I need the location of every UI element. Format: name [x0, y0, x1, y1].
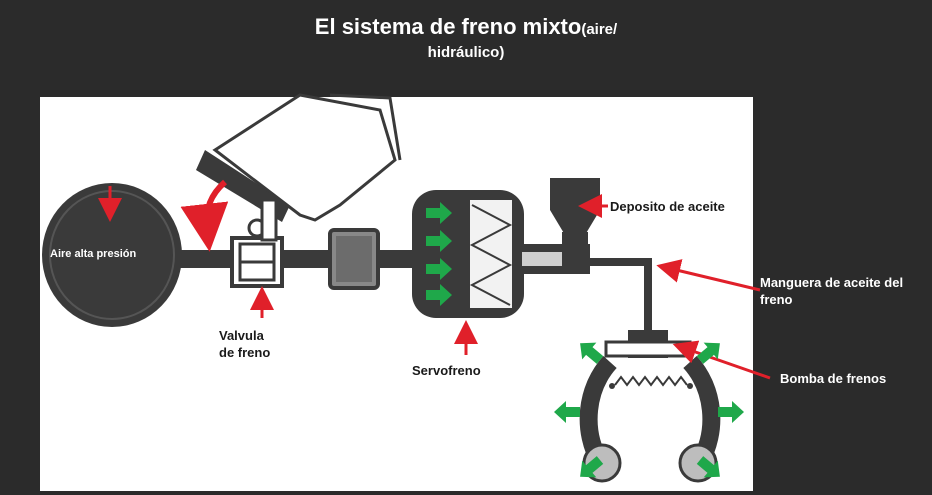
oil-reservoir — [550, 178, 600, 246]
diagram-title-line2: hidráulico) — [427, 44, 505, 61]
brake-pedal — [196, 150, 290, 242]
wheel-cylinder — [604, 330, 692, 358]
diagram-title: El sistema de freno mixto(aire/ — [0, 14, 932, 40]
air-tank-label: Aire alta presión — [50, 248, 137, 260]
hose-label-line1: Manguera de aceite del — [760, 275, 904, 290]
hose-label-line2: freno — [760, 292, 793, 307]
brake-shoes — [579, 355, 721, 483]
hose-label-arrow — [656, 259, 761, 292]
pedal-push-arrow — [180, 179, 229, 252]
title-main: El sistema de freno mixto — [314, 14, 582, 39]
servo-force-arrows — [426, 202, 452, 306]
shoe-foot — [212, 93, 402, 222]
pump-label-arrow — [672, 340, 771, 380]
reservoir-label: Deposito de aceite — [610, 199, 725, 214]
shoe-expansion-arrows — [554, 342, 744, 478]
pump-label: Bomba de frenos — [780, 371, 887, 386]
oil-hose — [588, 258, 652, 340]
title-suffix: (aire/ — [581, 21, 618, 38]
valve-label-line1: Valvula — [219, 328, 264, 343]
servo-label: Servofreno — [412, 363, 481, 378]
air-tank — [42, 183, 182, 327]
valve-label-line2: de freno — [219, 345, 271, 360]
